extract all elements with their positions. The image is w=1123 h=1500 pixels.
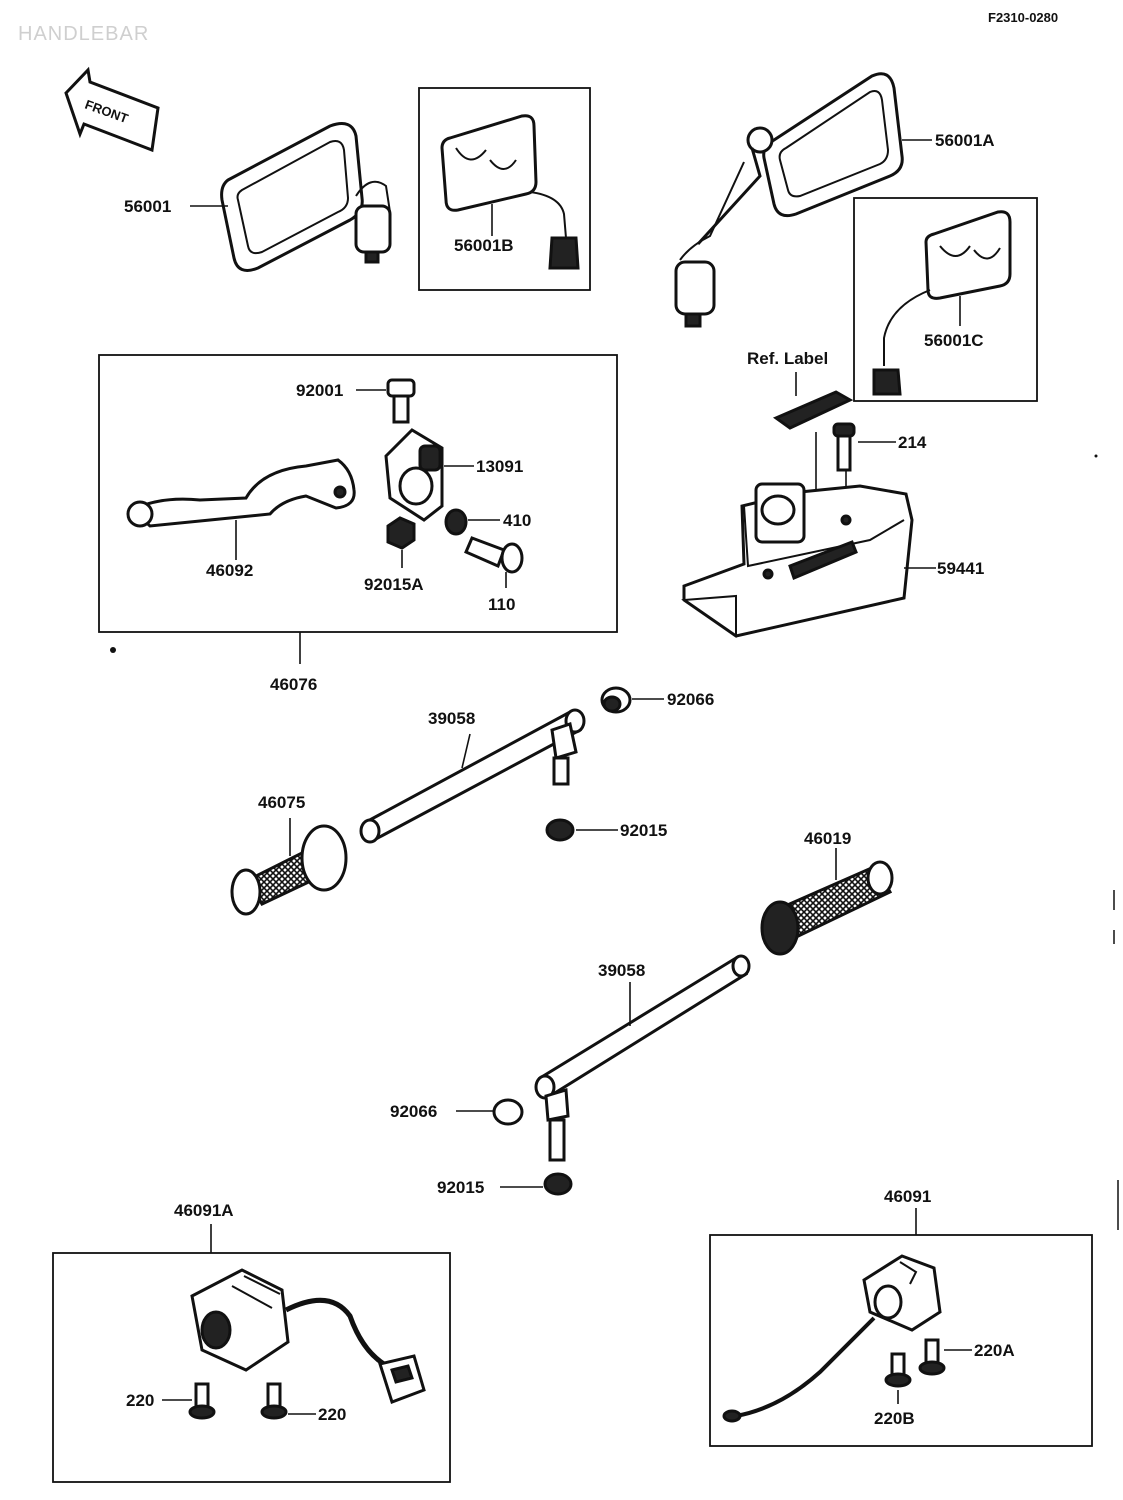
handlebar-pipe-lower-icon	[534, 954, 751, 1162]
part-number-220a: 220A	[974, 1341, 1015, 1360]
nut-92015-upper-icon	[545, 818, 575, 842]
mirror-56001c-icon	[872, 210, 1012, 396]
part-number-59441: 59441	[937, 559, 984, 578]
part-number-92015-lower: 92015	[437, 1178, 484, 1197]
handlebar-pipe-upper-icon	[359, 708, 586, 844]
screw-220a-icon	[918, 1338, 946, 1376]
nut-92015a-icon	[386, 516, 416, 550]
part-number-46091: 46091	[884, 1187, 931, 1206]
mirror-56001a-icon	[674, 72, 904, 328]
part-number-220-left: 220	[126, 1391, 154, 1410]
ref-label-icon	[772, 390, 854, 430]
part-number-92066-upper: 92066	[667, 690, 714, 709]
front-arrow-icon: FRONT	[64, 66, 160, 153]
part-number-56001c: 56001C	[924, 331, 984, 350]
mirror-56001-icon	[220, 122, 392, 272]
part-number-46019: 46019	[804, 829, 851, 848]
scan-marks	[1094, 454, 1119, 1230]
part-number-56001b: 56001B	[454, 236, 514, 255]
part-number-92001: 92001	[296, 381, 343, 400]
switch-46091-icon	[722, 1254, 942, 1423]
screw-214-icon	[832, 422, 856, 472]
diagram-title: HANDLEBAR	[18, 23, 149, 45]
washer-410-icon	[444, 508, 468, 536]
group-box-46091	[709, 1234, 1093, 1447]
mirror-56001b-icon	[440, 114, 580, 270]
part-number-46092: 46092	[206, 561, 253, 580]
screw-220-right-icon	[260, 1382, 288, 1420]
nut-92015-lower-icon	[543, 1172, 573, 1196]
part-number-39058-upper: 39058	[428, 709, 475, 728]
part-number-46075: 46075	[258, 793, 305, 812]
switch-46091a-icon	[190, 1268, 426, 1404]
group-box-56001b	[418, 87, 591, 291]
part-number-220b: 220B	[874, 1409, 915, 1428]
part-number-214: 214	[898, 433, 927, 452]
end-cap-92066-lower-icon	[492, 1098, 524, 1126]
part-number-56001: 56001	[124, 197, 171, 216]
ref-label-text: Ref. Label	[747, 349, 828, 368]
part-number-39058-lower: 39058	[598, 961, 645, 980]
group-box-46076	[98, 354, 618, 633]
part-number-92015a: 92015A	[364, 575, 424, 594]
part-number-92015-upper: 92015	[620, 821, 667, 840]
bolt-110-icon	[464, 536, 524, 574]
part-number-92066-lower: 92066	[390, 1102, 437, 1121]
part-number-46076: 46076	[270, 675, 317, 694]
screw-220-left-icon	[188, 1382, 216, 1420]
part-number-13091: 13091	[476, 457, 523, 476]
part-number-56001a: 56001A	[935, 131, 995, 150]
grip-46075-icon	[230, 824, 348, 916]
screw-220b-icon	[884, 1352, 912, 1388]
part-number-46091a: 46091A	[174, 1201, 234, 1220]
grip-46019-icon	[760, 860, 894, 956]
part-number-410: 410	[503, 511, 531, 530]
figure-code: F2310-0280	[988, 10, 1058, 25]
part-number-220-right: 220	[318, 1405, 346, 1424]
handlebar-cover-59441-icon	[681, 482, 914, 638]
bolt-92001-icon	[386, 378, 416, 424]
part-number-110: 110	[488, 595, 515, 614]
group-box-56001c	[853, 197, 1038, 402]
end-cap-92066-upper-icon	[600, 686, 632, 714]
lever-46092-icon	[126, 458, 356, 528]
group-box-46091a	[52, 1252, 451, 1483]
lever-holder-13091-icon	[384, 428, 444, 522]
